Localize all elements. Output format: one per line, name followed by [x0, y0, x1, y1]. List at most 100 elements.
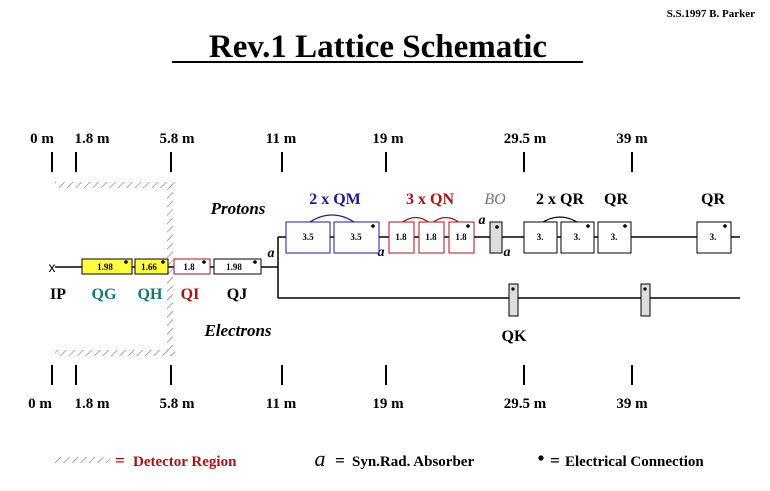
ip-label: IP [50, 286, 66, 303]
magnet-box [134, 258, 169, 275]
connection-dot [495, 225, 499, 229]
connection-dot [371, 224, 375, 228]
legend-hatch-swatch [55, 457, 110, 463]
qi-label: QI [181, 286, 200, 303]
magnet-qn1: 1.8 [388, 221, 415, 254]
ir-labels: IP QG QH QI QJ [50, 286, 247, 303]
legend-connection-eq: = [550, 451, 560, 470]
magnet-box [285, 221, 331, 254]
magnet-box [448, 221, 475, 254]
absorber-mark: a [378, 245, 385, 260]
legend-connection-text: Electrical Connection [565, 454, 704, 470]
magnet-length: 1.98 [97, 262, 113, 272]
magnet-qj: 1.98 [213, 258, 262, 275]
qj-label: QJ [227, 286, 247, 303]
connection-dot [466, 224, 470, 228]
magnet-qm2: 3.5 [333, 221, 380, 254]
connection-dot [586, 224, 590, 228]
magnet-length: 1.8 [455, 232, 467, 242]
top-distance-label: 29.5 m [504, 131, 547, 147]
connection-dot [124, 260, 128, 264]
magnet-length: 3.5 [350, 232, 362, 242]
absorber-marks: a a a a [268, 213, 511, 261]
top-distance-scale: 0 m 1.8 m 5.8 m 11 m 19 m 29.5 m 39 m [30, 131, 648, 147]
magnet-qr2: 3. [560, 221, 595, 254]
magnet-box [696, 221, 732, 254]
magnet-qh: 1.66 [134, 258, 169, 275]
page-title: Rev.1 Lattice Schematic [209, 29, 547, 65]
magnet-length: 1.66 [141, 262, 157, 272]
magnet-length: 3. [537, 232, 544, 242]
magnet-length: 1.8 [425, 232, 437, 242]
magnet-length: 3. [611, 232, 618, 242]
magnet-box [81, 258, 133, 275]
qn-group-label: 3 x QN [406, 191, 454, 208]
magnet-box [213, 258, 262, 275]
bottom-distance-label: 0 m [28, 396, 52, 412]
top-distance-label: 11 m [266, 131, 297, 147]
magnet-box [333, 221, 380, 254]
legend-connection-dot [538, 455, 544, 461]
legend: = Detector Region a = Syn.Rad. Absorber … [55, 446, 704, 471]
connection-dot [723, 224, 727, 228]
magnet-box [508, 283, 519, 317]
connection-dot [643, 287, 647, 291]
qg-label: QG [92, 286, 117, 303]
magnet-qm1: 3.5 [285, 221, 331, 254]
qr-pair-label: 2 x QR [536, 191, 584, 208]
magnet-qg: 1.98 [81, 258, 133, 275]
magnet-bo [489, 221, 503, 254]
detector-region-bottom-hatch [55, 350, 175, 356]
top-distance-label: 5.8 m [160, 131, 196, 147]
magnet-length: 3. [710, 232, 717, 242]
detector-region-side-hatch [167, 182, 173, 356]
bottom-distance-label: 19 m [372, 396, 404, 412]
magnet-qi: 1.8 [173, 258, 211, 275]
magnet-qn2: 1.8 [418, 221, 445, 254]
magnet-length: 1.98 [226, 262, 242, 272]
connection-dot [511, 287, 515, 291]
absorber-mark: a [268, 246, 275, 261]
protons-label: Protons [210, 199, 266, 218]
connection-dot [253, 260, 257, 264]
magnet-box [418, 221, 445, 254]
top-distance-label: 39 m [616, 131, 648, 147]
magnet-box [388, 221, 415, 254]
bottom-distance-label: 1.8 m [75, 396, 111, 412]
magnet-box [173, 258, 211, 275]
magnet-qr4: 3. [696, 221, 732, 254]
legend-absorber-eq: = [335, 451, 345, 470]
magnet-length: 3. [574, 232, 581, 242]
qm-connection-arc [306, 214, 358, 225]
detector-region-top-hatch [55, 182, 175, 188]
bottom-distance-scale: 0 m 1.8 m 5.8 m 11 m 19 m 29.5 m 39 m [28, 396, 648, 412]
bottom-distance-label: 39 m [616, 396, 648, 412]
absorber-mark: a [479, 213, 486, 228]
magnet-length: 1.8 [183, 262, 195, 272]
qr-far-label: QR [701, 191, 725, 208]
qm-group-label: 2 x QM [309, 191, 361, 208]
top-distance-label: 1.8 m [75, 131, 111, 147]
bottom-distance-label: 11 m [266, 396, 297, 412]
top-distance-label: 19 m [372, 131, 404, 147]
magnet-box [489, 221, 503, 254]
magnet-qk2 [640, 283, 651, 317]
bottom-distance-label: 29.5 m [504, 396, 547, 412]
top-tick-marks [51, 152, 633, 172]
bo-label: BO [484, 191, 506, 208]
qk-label: QK [502, 328, 527, 345]
magnet-length: 3.5 [302, 232, 314, 242]
qh-label: QH [138, 286, 163, 303]
magnet-length: 1.8 [395, 232, 407, 242]
magnet-box [640, 283, 651, 317]
magnet-qn3: 1.8 [448, 221, 475, 254]
ip-marker: x [49, 259, 56, 275]
legend-absorber-symbol: a [315, 446, 326, 471]
electrons-label: Electrons [203, 321, 271, 340]
bottom-tick-marks [51, 365, 633, 385]
magnet-qr1: 3. [523, 221, 558, 254]
legend-absorber-text: Syn.Rad. Absorber [352, 454, 474, 470]
magnet-box [523, 221, 558, 254]
connection-dot [161, 260, 165, 264]
